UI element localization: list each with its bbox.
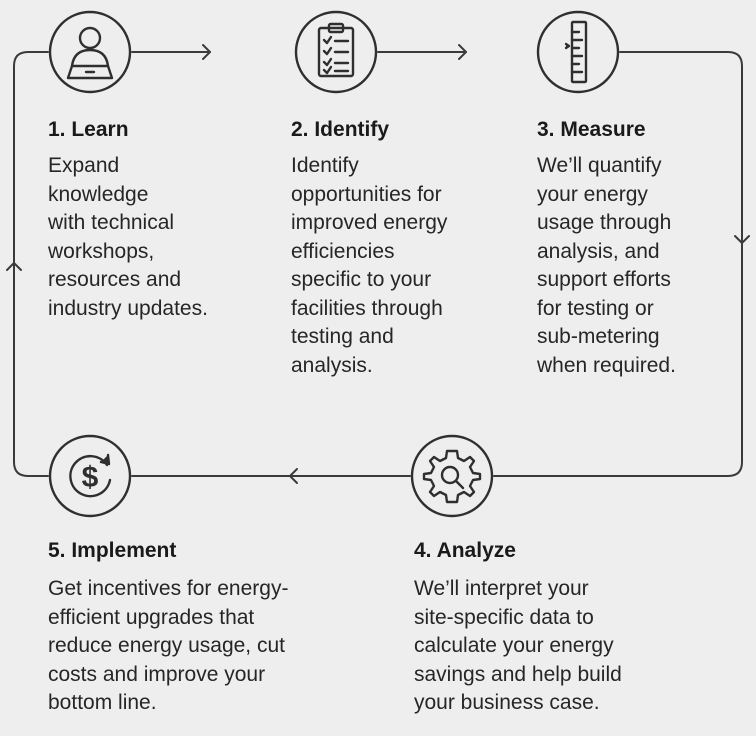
step-learn: 1. Learn Expand knowledge with technical… (48, 117, 273, 323)
connector-measure-to-analyze (493, 51, 743, 477)
dollar-sign-icon: $ (82, 461, 99, 494)
step-implement: 5. Implement Get incentives for energy- … (48, 538, 388, 718)
step-title: 1. Learn (48, 118, 129, 141)
step-measure: 3. Measure We’ll quantify your energy us… (537, 117, 752, 380)
step-identify: 2. Identify Identify opportunities for i… (291, 117, 516, 380)
step-title: 4. Analyze (414, 539, 516, 562)
gear-magnifier-icon (410, 434, 494, 518)
arrowhead-right-icon (458, 44, 467, 60)
arrowhead-left-icon (289, 468, 298, 484)
dollar-cycle-icon (48, 434, 132, 518)
checklist-clipboard-icon (294, 10, 378, 94)
ruler-icon (536, 10, 620, 94)
step-title: 2. Identify (291, 118, 390, 141)
step-title: 5. Implement (48, 539, 177, 562)
step-description: Get incentives for energy- efficient upg… (48, 577, 289, 714)
step-description: We’ll interpret your site-specific data … (414, 577, 622, 714)
step-description: Expand knowledge with technical workshop… (48, 154, 208, 320)
connector-implement-to-learn (13, 51, 49, 477)
arrowhead-up-icon (6, 262, 22, 271)
person-at-laptop-icon (48, 10, 132, 94)
step-description: We’ll quantify your energy usage through… (537, 154, 676, 377)
arrowhead-down-icon (734, 235, 750, 244)
arrowhead-right-icon (202, 44, 211, 60)
step-description: Identify opportunities for improved ener… (291, 154, 448, 377)
step-title: 3. Measure (537, 118, 646, 141)
step-analyze: 4. Analyze We’ll interpret your site-spe… (414, 538, 744, 718)
